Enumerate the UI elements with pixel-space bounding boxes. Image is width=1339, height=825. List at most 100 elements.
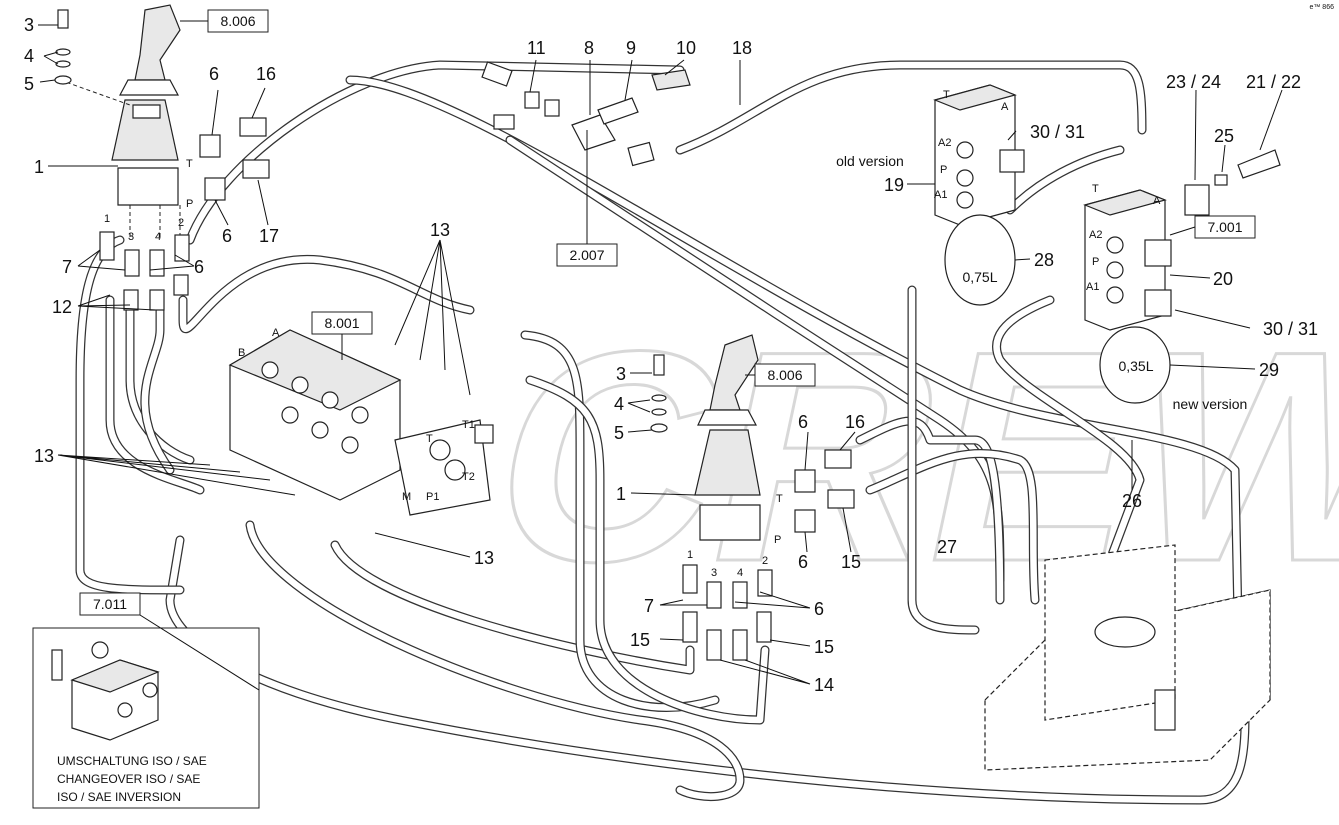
port-label: 3 — [711, 567, 717, 579]
manifold-parts-top — [481, 61, 691, 167]
port-label: T — [943, 89, 950, 101]
port-label: 1 — [104, 213, 110, 225]
port-label: A1 — [1086, 281, 1099, 293]
ref-label: 8.006 — [220, 13, 255, 29]
ref-box-8001: 8.001 — [311, 311, 373, 360]
port-label: M — [402, 491, 411, 503]
callout: 5 — [24, 74, 34, 94]
callout: 3 — [616, 364, 626, 384]
callout: 10 — [676, 38, 696, 58]
callout: 15 — [841, 552, 861, 572]
hydraulic-tank — [984, 544, 1271, 771]
callout: 3 — [24, 15, 34, 35]
corner-mark: e™ 866 — [1309, 4, 1334, 11]
callout: 14 — [814, 675, 834, 695]
callout: 13 — [34, 446, 54, 466]
port-label: 4 — [155, 231, 161, 243]
ref-box-2007: 2.007 — [556, 130, 618, 267]
callout: 28 — [1034, 250, 1054, 270]
port-label: P — [186, 198, 193, 210]
ref-box-7011: 7.011 — [79, 592, 141, 616]
callout: 25 — [1214, 126, 1234, 146]
callout: 12 — [52, 297, 72, 317]
callout: 4 — [24, 46, 34, 66]
ref-box-7001: 7.001 — [1169, 215, 1256, 239]
port-label: P1 — [426, 491, 439, 503]
control-valve-block — [228, 329, 494, 516]
callout: 30 / 31 — [1263, 319, 1318, 339]
callouts: 3 4 5 1 6 16 6 17 7 6 12 13 13 11 8 9 10… — [24, 15, 1318, 695]
callout: 6 — [209, 64, 219, 84]
accumulator-label-075: 0,75L — [962, 269, 997, 285]
inset-line-de: UMSCHALTUNG ISO / SAE — [57, 754, 207, 768]
callout: 18 — [732, 38, 752, 58]
ref-label: 8.001 — [324, 315, 359, 331]
callout: 9 — [626, 38, 636, 58]
callout: 26 — [1122, 491, 1142, 511]
ref-label: 7.011 — [93, 596, 127, 612]
port-label: P — [1092, 256, 1099, 268]
callout: 15 — [630, 630, 650, 650]
port-label: T — [186, 158, 193, 170]
callout: 20 — [1213, 269, 1233, 289]
callout: 7 — [62, 257, 72, 277]
callout: 27 — [937, 537, 957, 557]
ref-box-8006-upper: 8.006 — [180, 9, 269, 33]
port-label: A2 — [1089, 229, 1102, 241]
callout: 1 — [34, 157, 44, 177]
callout: 1 — [616, 484, 626, 504]
old-version-manifold — [933, 84, 1025, 306]
ref-box-8006-lower: 8.006 — [745, 363, 816, 387]
accumulator-label-035: 0,35L — [1118, 358, 1153, 374]
callout: 29 — [1259, 360, 1279, 380]
hydraulic-lines — [75, 60, 1250, 805]
callout: 6 — [814, 599, 824, 619]
port-label: P — [774, 534, 781, 546]
port-label: B — [238, 347, 245, 359]
callout: 11 — [527, 38, 546, 58]
callout: 13 — [474, 548, 494, 568]
port-label: 2 — [762, 555, 768, 567]
callout: 4 — [614, 394, 624, 414]
inset-line-en: CHANGEOVER ISO / SAE — [57, 772, 200, 786]
callout: 6 — [194, 257, 204, 277]
new-version-label: new version — [1173, 396, 1248, 412]
port-label: T1 — [462, 419, 475, 431]
port-label: A1 — [934, 189, 947, 201]
port-label: 2 — [178, 217, 184, 229]
port-label: 1 — [687, 549, 693, 561]
callout: 8 — [584, 38, 594, 58]
port-label: T — [776, 493, 783, 505]
new-version-manifold — [1083, 149, 1281, 404]
ref-label: 8.006 — [767, 367, 802, 383]
old-version-label: old version — [836, 153, 904, 169]
leader-lines — [38, 24, 1283, 685]
port-label: A — [272, 327, 280, 339]
port-labels: T P 1 3 4 2 T P 1 3 4 2 A B T T1 T2 P1 M… — [104, 89, 1161, 579]
port-label: T — [426, 433, 433, 445]
callout: 13 — [430, 220, 450, 240]
ref-label: 2.007 — [569, 247, 604, 263]
port-label: T2 — [462, 471, 475, 483]
ref-label: 7.001 — [1207, 219, 1242, 235]
callout: 6 — [222, 226, 232, 246]
callout: 7 — [644, 596, 654, 616]
lower-joystick — [650, 334, 855, 661]
callout: 6 — [798, 412, 808, 432]
port-label: T — [1092, 183, 1099, 195]
port-label: 4 — [737, 567, 743, 579]
callout: 19 — [884, 175, 904, 195]
callout: 23 / 24 — [1166, 72, 1221, 92]
upper-joystick — [54, 4, 270, 311]
callout: 16 — [256, 64, 276, 84]
iso-sae-inset: UMSCHALTUNG ISO / SAE CHANGEOVER ISO / S… — [32, 614, 260, 809]
port-label: P — [940, 164, 947, 176]
callout: 15 — [814, 637, 834, 657]
port-label: A — [1153, 195, 1161, 207]
port-label: A2 — [938, 137, 951, 149]
callout: 6 — [798, 552, 808, 572]
port-label: 3 — [128, 231, 134, 243]
callout: 5 — [614, 423, 624, 443]
